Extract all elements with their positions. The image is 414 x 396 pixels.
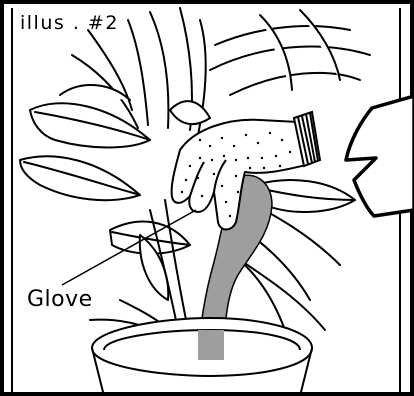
glove-callout-label: Glove: [27, 287, 93, 312]
pot-icon: [92, 318, 312, 396]
sprayer-nozzle-icon: [346, 96, 414, 216]
illustration-id-label: illus . #2: [20, 12, 119, 34]
